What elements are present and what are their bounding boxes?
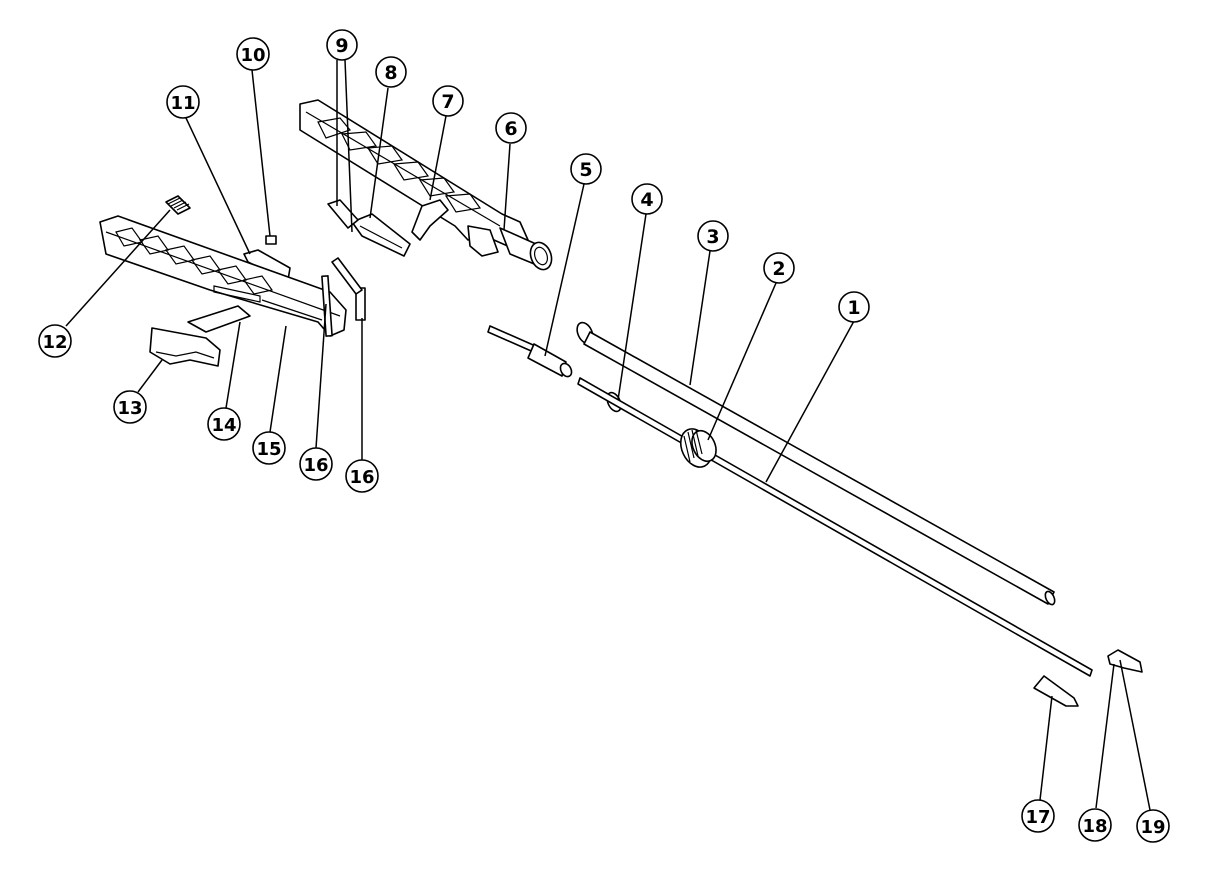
callout-label: 11 xyxy=(170,93,195,114)
callout-label: 2 xyxy=(772,258,785,280)
callout-10: 10 xyxy=(236,37,270,71)
callout-label: 10 xyxy=(240,45,265,66)
callout-label: 13 xyxy=(117,398,142,419)
callout-16a: 16 xyxy=(299,447,333,481)
leader-9b xyxy=(344,59,353,233)
leader-13 xyxy=(137,359,163,393)
leader-4 xyxy=(617,213,647,401)
part-spring-12 xyxy=(165,195,191,215)
callout-18: 18 xyxy=(1078,808,1112,842)
leader-11 xyxy=(185,117,251,255)
callout-label: 18 xyxy=(1082,816,1107,837)
leader-5 xyxy=(544,183,585,357)
leader-lines xyxy=(65,59,1151,811)
callout-6: 6 xyxy=(495,112,527,144)
leader-3 xyxy=(689,250,711,386)
callout-label: 9 xyxy=(335,35,348,57)
callout-14: 14 xyxy=(207,407,241,441)
part-nut-10 xyxy=(265,235,277,245)
callout-16b: 16 xyxy=(345,459,379,493)
callout-2: 2 xyxy=(763,252,795,284)
leader-10 xyxy=(251,69,271,237)
part-rod-1 xyxy=(577,377,1093,677)
callout-label: 6 xyxy=(504,118,517,140)
callout-label: 16 xyxy=(349,467,374,488)
part-pin-16a xyxy=(321,275,333,337)
callout-label: 17 xyxy=(1025,807,1050,828)
callout-12: 12 xyxy=(38,324,72,358)
part-barrel-nut xyxy=(499,227,553,271)
callout-5: 5 xyxy=(570,153,602,185)
callout-9: 9 xyxy=(326,29,358,61)
callout-label: 19 xyxy=(1140,817,1165,838)
callout-label: 5 xyxy=(579,159,592,181)
part-pushrod-5 xyxy=(487,325,573,378)
callout-label: 7 xyxy=(441,91,454,113)
leader-17 xyxy=(1039,695,1053,801)
part-tube-3 xyxy=(576,321,1056,606)
part-grip-13 xyxy=(149,327,221,367)
callout-label: 14 xyxy=(211,415,236,436)
part-pin-16b xyxy=(331,257,366,321)
part-tip-17 xyxy=(1033,675,1079,707)
leader-2 xyxy=(707,282,777,441)
callout-4: 4 xyxy=(631,183,663,215)
part-pin-9 xyxy=(327,199,359,229)
part-latch-8 xyxy=(351,213,411,257)
callout-3: 3 xyxy=(697,220,729,252)
leader-15 xyxy=(269,325,287,433)
leader-6 xyxy=(503,143,511,231)
part-upper-handguard xyxy=(299,99,529,257)
callout-label: 8 xyxy=(384,62,397,84)
callout-7: 7 xyxy=(432,85,464,117)
leader-1 xyxy=(765,320,855,483)
part-lower-receiver-15 xyxy=(99,215,347,337)
callout-label: 16 xyxy=(303,455,328,476)
callout-1: 1 xyxy=(838,291,870,323)
leader-12 xyxy=(65,209,171,327)
callout-label: 12 xyxy=(42,332,67,353)
part-endcap-18-19 xyxy=(1107,649,1143,673)
callout-label: 15 xyxy=(256,439,281,460)
callout-label: 4 xyxy=(640,189,653,211)
callout-19: 19 xyxy=(1136,809,1170,843)
callout-11: 11 xyxy=(166,85,200,119)
callout-15: 15 xyxy=(252,431,286,465)
leader-14 xyxy=(225,321,241,409)
callout-13: 13 xyxy=(113,390,147,424)
callout-label: 3 xyxy=(706,226,719,248)
leader-18 xyxy=(1095,663,1115,809)
callout-label: 1 xyxy=(847,297,860,319)
leader-16a xyxy=(315,303,327,449)
leader-19 xyxy=(1119,659,1151,811)
leader-7 xyxy=(429,115,447,201)
leader-8 xyxy=(369,87,389,219)
callout-17: 17 xyxy=(1021,799,1055,833)
callout-8: 8 xyxy=(375,56,407,88)
part-wheel-2 xyxy=(679,428,717,468)
part-trigger-14 xyxy=(187,305,251,333)
